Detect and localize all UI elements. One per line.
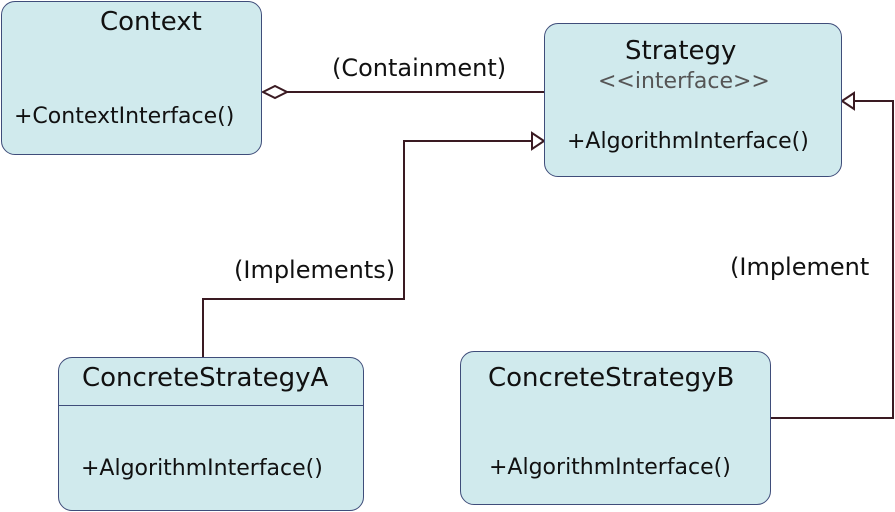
implements-b-label: (Implement: [730, 253, 870, 281]
concrete-strategy-a-divider: [59, 405, 363, 406]
implements-b-arrowhead: [840, 91, 855, 111]
implements-b-connector: [771, 100, 894, 419]
strategy-interface-box[interactable]: Strategy <<interface>> +AlgorithmInterfa…: [544, 23, 842, 177]
implements-a-arrowhead: [531, 131, 546, 151]
implements-a-connector: [202, 140, 532, 357]
concrete-strategy-b-method: +AlgorithmInterface(): [489, 455, 731, 480]
concrete-strategy-a-method: +AlgorithmInterface(): [81, 456, 323, 481]
concrete-strategy-a-box[interactable]: ConcreteStrategyA +AlgorithmInterface(): [58, 357, 364, 511]
concrete-strategy-a-title: ConcreteStrategyA: [82, 363, 329, 393]
context-interface-method: +ContextInterface(): [14, 104, 235, 129]
strategy-stereotype: <<interface>>: [598, 69, 770, 94]
strategy-interface-title: Strategy: [625, 36, 737, 66]
context-class-title: Context: [100, 7, 202, 37]
concrete-strategy-b-box[interactable]: ConcreteStrategyB +AlgorithmInterface(): [460, 351, 771, 505]
aggregation-diamond: [260, 84, 290, 100]
concrete-strategy-b-title: ConcreteStrategyB: [488, 363, 735, 393]
context-class-box[interactable]: Context +ContextInterface(): [1, 1, 262, 155]
strategy-algorithm-method: +AlgorithmInterface(): [567, 129, 809, 154]
containment-label: (Containment): [332, 54, 507, 82]
implements-a-label: (Implements): [234, 256, 396, 284]
